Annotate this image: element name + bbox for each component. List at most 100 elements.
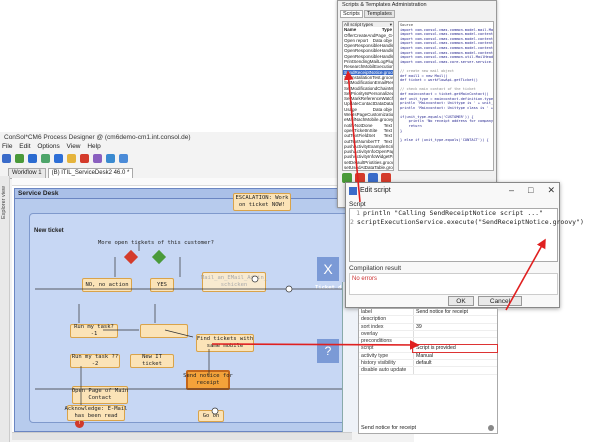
explorer-sidebar[interactable]: Explorer view: [0, 176, 10, 442]
source-editor[interactable]: Source import com.consol.cmas.common.mod…: [398, 21, 494, 171]
node-escalation[interactable]: ESCALATION: Work on ticket NOW!: [233, 193, 291, 211]
property-value[interactable]: Send notice for receipt: [413, 309, 497, 316]
tools-icon[interactable]: [93, 154, 102, 163]
property-value[interactable]: Manual: [413, 352, 497, 360]
script-list-item[interactable]: setDefaultPriotities.groovyDefault va: [343, 160, 393, 165]
script-list-item[interactable]: SetInstallationTest.groovyData obje: [343, 75, 393, 80]
menu-view[interactable]: View: [66, 143, 81, 150]
script-list-item[interactable]: SetModificationdChainMultiBulk ticket: [343, 86, 393, 91]
property-value[interactable]: [413, 338, 497, 345]
node-find-tickets[interactable]: Find tickets with same mobile: [196, 334, 254, 352]
maximize-icon[interactable]: □: [528, 185, 534, 195]
scripts-admin-window: Scripts & Templates Administration Scrip…: [337, 0, 497, 208]
property-row[interactable]: disable auto update: [359, 367, 497, 375]
cancel-button[interactable]: Cancel: [478, 296, 522, 306]
service-desk-lane[interactable]: Service Desk New ticket More open ticket…: [14, 188, 366, 432]
script-list-item[interactable]: pushActivityExampleScriptPage cust: [343, 144, 393, 149]
property-value[interactable]: [413, 330, 497, 338]
delete-icon[interactable]: [80, 154, 89, 163]
folder-icon[interactable]: [67, 154, 76, 163]
script-name: WebIsPageCustomizationLo: [344, 112, 393, 118]
node-new-it-ticket[interactable]: New IT ticket: [130, 354, 174, 368]
script-list-item[interactable]: SetPriorityIsPersonalizedFlexBulk ticket: [343, 91, 393, 96]
edit-icon[interactable]: [368, 173, 378, 183]
script-list-item[interactable]: OfferCreateAndPage_G-S_prevData obje: [343, 33, 393, 38]
node-mail-admin[interactable]: Mail_an_EMail_Admin_ schicken: [201, 272, 267, 292]
script-list-item[interactable]: pushActivityInfoWidgetPage cust: [343, 154, 393, 159]
import-icon[interactable]: [54, 154, 63, 163]
script-list-item[interactable]: pushActivityInfoOpenPage cust: [343, 149, 393, 154]
node-send-notice[interactable]: Send notice for receipt: [183, 370, 233, 390]
property-row[interactable]: overlay: [359, 330, 497, 339]
property-value[interactable]: 39: [413, 323, 497, 330]
zoom-icon[interactable]: [106, 154, 115, 163]
script-list-item[interactable]: OpenResponsibleHandlerPageData obje: [343, 54, 393, 59]
info-icon[interactable]: [488, 425, 494, 431]
source-label: Source: [400, 23, 413, 27]
property-value[interactable]: [413, 316, 497, 323]
add-icon[interactable]: [342, 173, 352, 183]
script-name: SetMarkReferenceWatchMe: [344, 96, 393, 102]
workflow-canvas[interactable]: Service Desk New ticket More open ticket…: [12, 186, 414, 432]
node-set-parameters[interactable]: [140, 324, 188, 338]
deploy-icon[interactable]: [28, 154, 37, 163]
node-no-action[interactable]: NO, no action: [82, 278, 132, 292]
close-icon[interactable]: ✕: [547, 185, 555, 195]
script-list-item[interactable]: PrintSendingMailLogPlug.groovyPage cust: [343, 59, 393, 64]
flow-connectors: [35, 241, 355, 415]
grid-icon[interactable]: [41, 154, 50, 163]
node-run-task[interactable]: Run my task ??-2: [70, 354, 120, 368]
horizontal-scrollbar[interactable]: [12, 432, 352, 440]
property-value[interactable]: Script is provided: [412, 344, 498, 353]
menu-options[interactable]: Options: [37, 143, 60, 150]
node-run-ticket[interactable]: Run my task?-1: [70, 324, 118, 338]
minimize-icon[interactable]: –: [509, 185, 515, 195]
script-list-item[interactable]: SetMarkReferenceWatchMeBulk ticket: [343, 96, 393, 101]
close-lane-icon[interactable]: X: [317, 257, 339, 281]
script-list-item[interactable]: ResearchMobilExecution.groPage cust: [343, 64, 393, 69]
new-ticket-subprocess[interactable]: New ticket More open tickets of this cus…: [29, 213, 357, 423]
node-open-page[interactable]: Open Page of Main Contact: [72, 386, 128, 404]
ruler: [12, 178, 412, 186]
script-list-item[interactable]: ticketGridOverview.groovyPage cust: [343, 170, 393, 171]
header-type: Type: [381, 27, 392, 33]
code-text: scriptExecutionService.execute("SendRece…: [356, 218, 584, 226]
menu-edit[interactable]: Edit: [19, 143, 31, 150]
script-list-item[interactable]: SetModificationEmailRespBulk ticket: [343, 80, 393, 85]
remove-icon[interactable]: [381, 173, 391, 183]
menu-file[interactable]: File: [2, 143, 13, 150]
tab-scripts[interactable]: Scripts: [340, 10, 363, 18]
script-list-item[interactable]: OpenResponsibleHandlerPageData obje: [343, 43, 393, 48]
property-value[interactable]: default: [413, 360, 497, 367]
node-acknowledge[interactable]: Acknowledge: E-Mail has been read: [64, 405, 128, 421]
property-value[interactable]: [413, 367, 497, 374]
script-list-item[interactable]: OpenResponsibleHandlerPageData obje: [343, 48, 393, 53]
node-yes[interactable]: YES: [150, 278, 174, 292]
new-icon[interactable]: [2, 154, 11, 163]
source-line: import com.consol.cmas.common.model.cont…: [400, 32, 494, 37]
ok-button[interactable]: OK: [448, 296, 474, 306]
script-list-item[interactable]: eMailNachMobile.groovyWorkflow: [343, 117, 393, 122]
script-list-item[interactable]: setUsedAtDataTable.groovyPage cust: [343, 165, 393, 170]
script-list-item[interactable]: WebIsPageCustomizationLoPage cust: [343, 112, 393, 117]
save-icon[interactable]: [15, 154, 24, 163]
script-list-item[interactable]: SendReceiptNotice.groovyWorkflow: [343, 69, 393, 75]
property-row[interactable]: preconditions: [359, 338, 497, 346]
script-type: Text: [383, 138, 392, 144]
tab-templates[interactable]: Templates: [363, 10, 395, 18]
script-type: Data obje: [383, 101, 393, 107]
script-filter[interactable]: All script types▾: [343, 22, 393, 28]
property-row[interactable]: description: [359, 316, 497, 324]
menu-help[interactable]: Help: [87, 143, 101, 150]
search-icon[interactable]: [119, 154, 128, 163]
